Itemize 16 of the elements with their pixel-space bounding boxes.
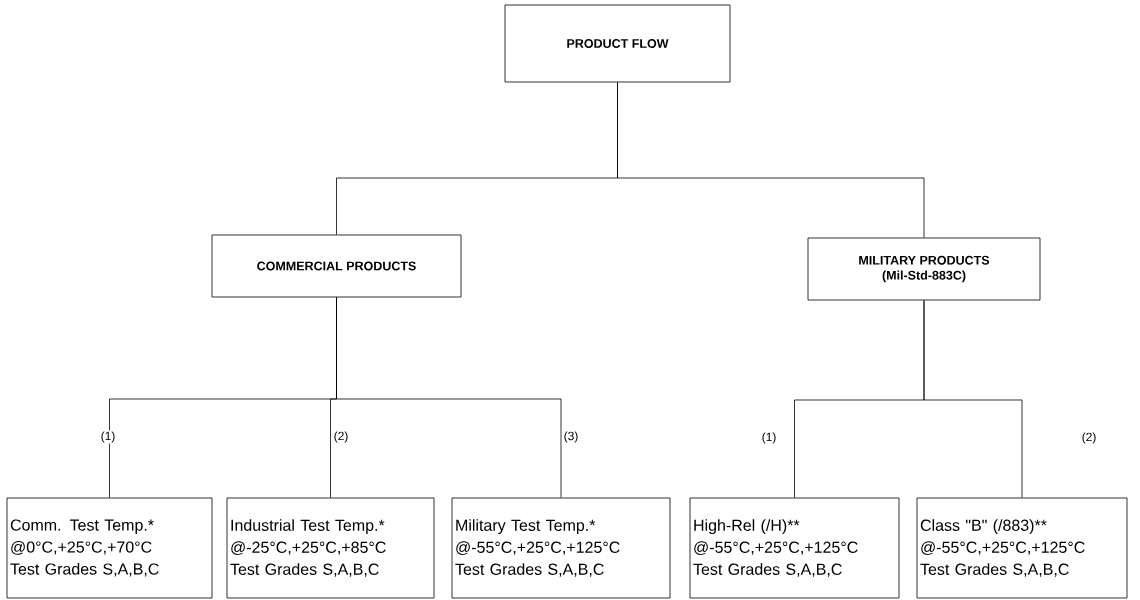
edge-label: (1) [99,430,117,444]
product-box: Class "B" (/883)** @-55°C,+25°C,+125°C Test Grades S,A,B,C [916,497,1128,599]
title-box: PRODUCT FLOW [504,4,731,83]
connector-line [336,297,562,498]
category-box: COMMERCIAL PRODUCTS [211,234,462,298]
edge-label: (2) [1080,431,1098,445]
product-box: Industrial Test Temp.* @-25°C,+25°C,+85°C Test Grades S,A,B,C [226,497,435,599]
connector-line [923,300,1023,498]
edge-label: (3) [562,430,580,444]
product-box: Military Test Temp.* @-55°C,+25°C,+125°C Test Grades S,A,B,C [451,497,671,599]
category-box: MILITARY PRODUCTS (Mil-Std-883C) [807,237,1041,301]
edge-label: (2) [332,430,350,444]
connector-line [617,82,925,238]
product-box: High-Rel (/H)** @-55°C,+25°C,+125°C Test Grades S,A,B,C [689,497,900,599]
edge-label: (1) [760,431,778,445]
product-box: Comm. Test Temp.* @0°C,+25°C,+70°C Test Grades S,A,B,C [6,497,213,599]
